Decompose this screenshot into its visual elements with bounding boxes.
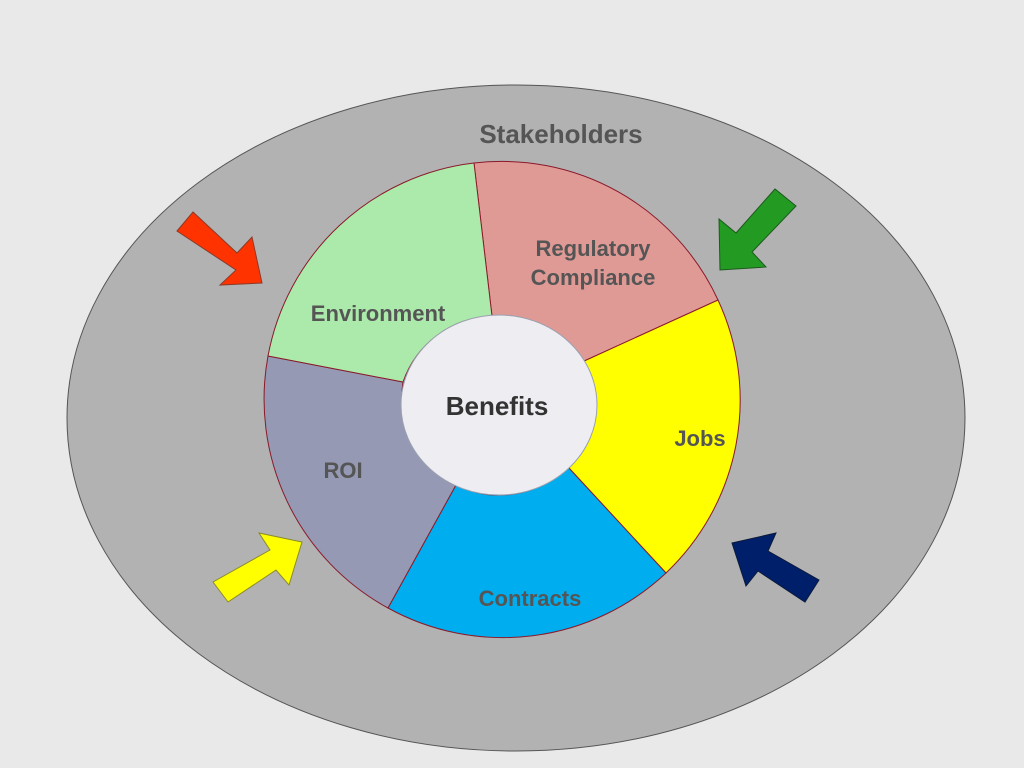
segment-label-regulatory-line2: Compliance (531, 265, 656, 290)
segment-label-environment: Environment (311, 301, 446, 326)
stakeholders-label: Stakeholders (479, 119, 642, 149)
segment-label-regulatory-line1: Regulatory (536, 236, 652, 261)
segment-label-contracts: Contracts (479, 586, 582, 611)
segment-label-jobs: Jobs (674, 426, 725, 451)
segment-label-roi: ROI (323, 458, 362, 483)
yellow-arrow-icon (212, 532, 303, 603)
benefits-center-circle (400, 314, 598, 496)
green-arrow-icon (718, 188, 797, 271)
navy-arrow-icon (731, 532, 820, 603)
red-arrow-icon (176, 211, 263, 286)
benefits-label: Benefits (446, 391, 549, 421)
